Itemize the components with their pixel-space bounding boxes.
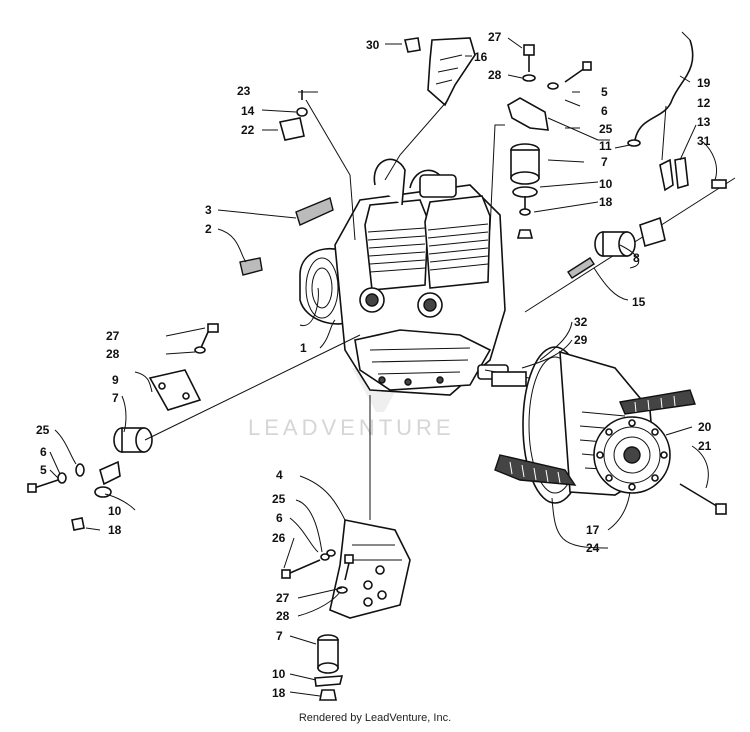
- callout-5-top: 5: [601, 85, 608, 99]
- callout-25-bottom: 25: [272, 492, 286, 506]
- callout-23: 23: [237, 84, 251, 98]
- callout-15: 15: [632, 295, 646, 309]
- upper-right-mount: [507, 44, 549, 239]
- callout-7-bottom: 7: [276, 629, 283, 643]
- callout-18-left: 18: [108, 523, 122, 537]
- pads-2-3: [239, 197, 334, 276]
- callout-22: 22: [241, 123, 255, 137]
- callout-18-bottom: 18: [272, 686, 286, 700]
- watermark-text: LEADVENTURE: [248, 415, 455, 440]
- callout-12: 12: [697, 96, 711, 110]
- callout-27-left: 27: [106, 329, 120, 343]
- callout-32: 32: [574, 315, 588, 329]
- callout-19: 19: [697, 76, 711, 90]
- callout-3: 3: [205, 203, 212, 217]
- callout-28-top: 28: [488, 68, 502, 82]
- callout-29: 29: [574, 333, 588, 347]
- callout-10-top: 10: [599, 177, 613, 191]
- left-mount: [27, 323, 219, 531]
- callout-1: 1: [300, 341, 307, 355]
- callout-4: 4: [276, 468, 283, 482]
- callout-27-top: 27: [488, 30, 502, 44]
- callout-25-top: 25: [599, 122, 613, 136]
- callout-31: 31: [697, 134, 711, 148]
- callout-25-left: 25: [36, 423, 50, 437]
- callout-24: 24: [586, 541, 600, 555]
- callout-7-left: 7: [112, 391, 119, 405]
- callout-20: 20: [698, 420, 712, 434]
- callout-11: 11: [599, 139, 612, 153]
- callout-28-left: 28: [106, 347, 120, 361]
- callouts: 30 16 27 28 5 6 25 11 7 10 18 19 12 13 3…: [36, 30, 712, 700]
- callout-16: 16: [474, 50, 488, 64]
- lower-mount-bracket-4: [281, 519, 411, 701]
- bolt-5-upper: [547, 61, 592, 90]
- bracket-16: [404, 37, 476, 107]
- callout-13: 13: [697, 115, 711, 129]
- wire-harness-19: [627, 31, 694, 147]
- callout-6-left: 6: [40, 445, 47, 459]
- callout-7-top: 7: [601, 155, 608, 169]
- drive-parts-8-15-31: [524, 177, 736, 313]
- callout-26: 26: [272, 531, 286, 545]
- engine-assembly: [299, 158, 509, 396]
- callout-30: 30: [366, 38, 380, 52]
- fork-12-13: [659, 157, 689, 192]
- callout-6-top: 6: [601, 104, 608, 118]
- leader-lines: [49, 37, 717, 697]
- callout-18-top: 18: [599, 195, 613, 209]
- drive-clutch-assembly: [484, 346, 727, 515]
- callout-17: 17: [586, 523, 600, 537]
- callout-6-bottom: 6: [276, 511, 283, 525]
- callout-2: 2: [205, 222, 212, 236]
- parts-22-23-14: [278, 90, 308, 141]
- callout-21: 21: [698, 439, 712, 453]
- footer-credit: Rendered by LeadVenture, Inc.: [298, 712, 452, 724]
- callout-14: 14: [241, 104, 255, 118]
- callout-9: 9: [112, 373, 119, 387]
- callout-28-bottom: 28: [276, 609, 290, 623]
- callout-10-bottom: 10: [272, 667, 286, 681]
- callout-5-left: 5: [40, 463, 47, 477]
- callout-8: 8: [633, 251, 640, 265]
- callout-10-left: 10: [108, 504, 122, 518]
- callout-27-bottom: 27: [276, 591, 290, 605]
